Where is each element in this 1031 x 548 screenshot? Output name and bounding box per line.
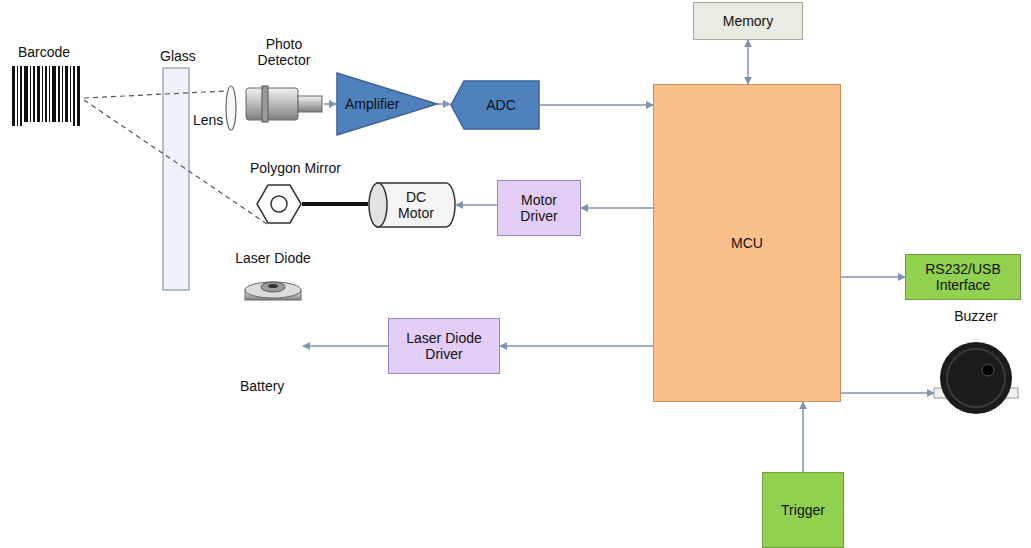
signal-arrow	[456, 204, 497, 206]
diode-window	[268, 284, 278, 288]
amplifier-shape	[337, 73, 437, 135]
node-label: Photo Detector	[244, 36, 324, 68]
buzzer-frame	[934, 338, 1018, 418]
signal-arrow	[500, 345, 653, 347]
barcode-bars	[12, 66, 80, 126]
glass-pane	[163, 68, 189, 290]
diode-flange-top	[245, 282, 301, 298]
diode-pin	[272, 300, 275, 346]
detector-nozzle	[298, 96, 322, 112]
buzzer-hole	[982, 364, 994, 376]
buzzer-body	[940, 342, 1012, 414]
diode-pin	[261, 300, 264, 350]
dc-motor-cylinder: DC Motor	[368, 182, 456, 228]
mcu-box: MCU	[653, 84, 841, 402]
signal-arrow	[841, 276, 905, 278]
mirror-hub	[271, 196, 287, 212]
diode-cap	[261, 282, 285, 292]
detector-body	[246, 88, 298, 120]
motor-body	[377, 183, 455, 227]
node-label: Laser Diode	[230, 250, 316, 266]
signal-arrow	[324, 103, 336, 105]
part-label: Glass	[160, 48, 196, 64]
laser-beam	[84, 100, 270, 226]
node-label: MCU	[731, 235, 763, 251]
polygon-mirror-symbol	[257, 185, 301, 223]
buzzer: Buzzer	[930, 308, 1022, 420]
part-label: Battery	[240, 378, 284, 394]
interface-box: RS232/USB Interface	[905, 254, 1021, 300]
diode-pin	[283, 300, 286, 350]
motor-end	[369, 183, 387, 227]
laser-beam	[84, 91, 226, 98]
polygon-mirror: Polygon Mirror	[250, 160, 360, 228]
photo-detector-frame	[244, 78, 324, 122]
part-label: Lens	[193, 112, 223, 128]
signal-arrow	[802, 402, 804, 472]
buzzer-ring	[947, 349, 1005, 407]
node-label: Motor Driver	[504, 192, 574, 224]
node-label: RS232/USB Interface	[912, 261, 1014, 293]
signal-arrow	[581, 207, 653, 209]
signal-arrow	[841, 392, 934, 394]
signal-arrow	[438, 103, 450, 105]
node-label: Amplifier	[345, 96, 399, 112]
signal-arrow	[747, 40, 749, 84]
node-label: Laser Diode Driver	[395, 330, 493, 362]
adc-block: ADC	[450, 80, 540, 130]
photo-detector: Photo Detector	[244, 36, 324, 122]
laser-diode-frame	[243, 278, 303, 352]
detector-ring	[262, 86, 268, 122]
motor-shaft	[302, 202, 368, 206]
node-label: Polygon Mirror	[250, 160, 360, 176]
node-label: ADC	[486, 97, 516, 113]
adc-shape	[451, 81, 539, 129]
laser-driver-box: Laser Diode Driver	[388, 318, 500, 374]
node-label: Trigger	[781, 502, 825, 518]
memory-box: Memory	[693, 2, 803, 40]
amplifier-triangle: Amplifier	[336, 72, 438, 136]
motor-driver-box: Motor Driver	[497, 180, 581, 236]
polygon-mirror-frame	[256, 182, 302, 226]
node-label: Memory	[723, 13, 774, 29]
laser-diode: Laser Diode	[230, 250, 316, 354]
part-label: Barcode	[18, 44, 70, 60]
trigger-box: Trigger	[762, 472, 844, 548]
signal-arrow	[540, 104, 653, 106]
lens-symbol	[226, 86, 236, 130]
node-label: DC Motor	[391, 189, 441, 221]
node-label: Buzzer	[930, 308, 1022, 324]
signal-arrow	[303, 345, 388, 347]
